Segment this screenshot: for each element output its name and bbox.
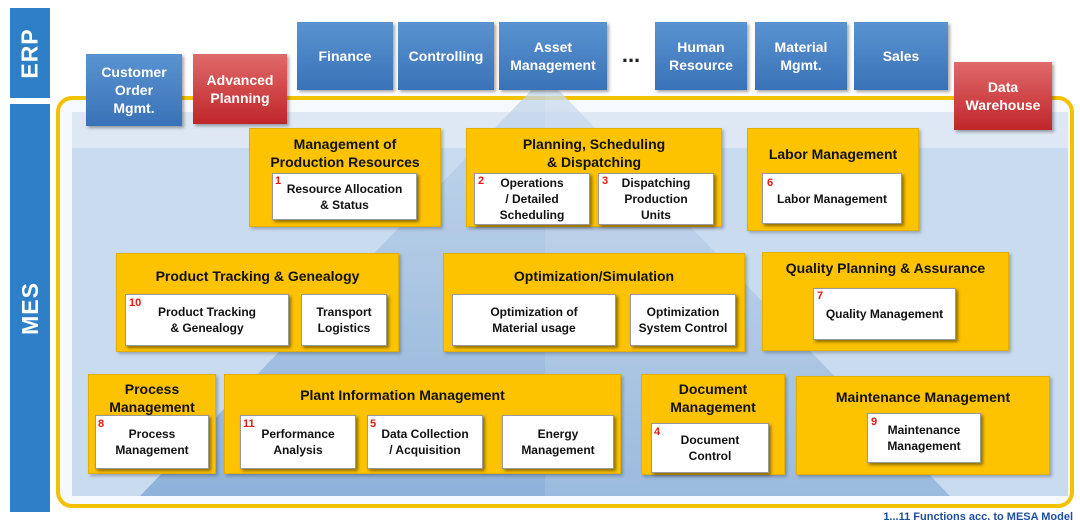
function-label: Document Control xyxy=(680,433,740,463)
function-number: 5 xyxy=(370,418,377,430)
finance-box: Finance xyxy=(297,22,393,90)
function-label: Transport Logistics xyxy=(316,305,372,335)
material-mgmt-box: Material Mgmt. xyxy=(755,22,847,90)
function-dispatching-units: 3 Dispatching Production Units xyxy=(598,173,714,225)
function-number: 8 xyxy=(98,418,105,430)
controlling-box: Controlling xyxy=(398,22,494,90)
category-process-management: Process Management 8 Process Management xyxy=(88,374,216,474)
asset-management-box: Asset Management xyxy=(499,22,607,90)
function-labor-management: 6 Labor Management xyxy=(762,173,902,224)
function-number: 2 xyxy=(478,175,485,187)
function-label: Operations / Detailed Scheduling xyxy=(499,176,565,222)
function-operations-scheduling: 2 Operations / Detailed Scheduling xyxy=(474,173,590,225)
function-number: 4 xyxy=(654,426,661,438)
function-number: 7 xyxy=(817,290,824,302)
category-product-tracking: Product Tracking & Genealogy 10 Product … xyxy=(116,253,399,352)
erp-side-label: ERP xyxy=(10,8,50,98)
function-label: Resource Allocation & Status xyxy=(286,181,403,212)
function-quality-management: 7 Quality Management xyxy=(813,288,956,340)
function-label: Optimization of Material usage xyxy=(490,305,578,335)
category-title: Optimization/Simulation xyxy=(513,268,675,284)
category-title: Maintenance Management xyxy=(835,389,1011,405)
category-title: Planning, Scheduling & Dispatching xyxy=(522,136,666,170)
function-label: Maintenance Management xyxy=(887,423,961,453)
function-performance-analysis: 11 Performance Analysis xyxy=(240,415,356,469)
function-label: Performance Analysis xyxy=(261,427,335,457)
function-material-usage: Optimization of Material usage xyxy=(452,294,616,346)
category-title: Labor Management xyxy=(768,146,898,162)
function-data-collection: 5 Data Collection / Acquisition xyxy=(367,415,483,469)
function-label: Dispatching Production Units xyxy=(621,176,691,222)
function-label: Quality Management xyxy=(825,307,944,321)
customer-order-mgmt-box: Customer Order Mgmt. xyxy=(86,54,182,126)
category-title: Process Management xyxy=(109,381,195,415)
category-title: Management of Production Resources xyxy=(270,136,420,170)
function-label: Energy Management xyxy=(521,427,595,457)
sales-box: Sales xyxy=(854,22,948,90)
category-maintenance-management: Maintenance Management 9 Maintenance Man… xyxy=(796,376,1050,475)
function-label: Data Collection / Acquisition xyxy=(381,427,469,457)
function-label: Labor Management xyxy=(776,191,887,206)
function-system-control: Optimization System Control xyxy=(630,294,736,346)
mes-side-label: MES xyxy=(10,104,50,512)
function-transport-logistics: Transport Logistics xyxy=(301,294,387,346)
category-title: Quality Planning & Assurance xyxy=(785,260,986,276)
function-label: Process Management xyxy=(115,427,189,457)
function-number: 10 xyxy=(129,297,142,309)
advanced-planning-box: Advanced Planning xyxy=(193,54,287,124)
category-production-resources: Management of Production Resources 1 Res… xyxy=(249,128,441,227)
function-maintenance-management: 9 Maintenance Management xyxy=(867,413,981,463)
function-label: Product Tracking & Genealogy xyxy=(157,305,257,335)
category-planning-scheduling: Planning, Scheduling & Dispatching 2 Ope… xyxy=(466,128,722,227)
function-process-management: 8 Process Management xyxy=(95,415,209,469)
erp-ellipsis: ... xyxy=(621,42,641,67)
function-label: Optimization System Control xyxy=(638,305,728,335)
function-resource-allocation: 1 Resource Allocation & Status xyxy=(272,173,417,220)
category-title: Product Tracking & Genealogy xyxy=(155,268,360,284)
function-document-control: 4 Document Control xyxy=(651,423,769,473)
function-number: 6 xyxy=(767,177,774,189)
data-warehouse-box: Data Warehouse xyxy=(954,62,1052,130)
category-quality-planning: Quality Planning & Assurance 7 Quality M… xyxy=(762,252,1009,351)
function-number: 9 xyxy=(871,416,878,428)
category-labor-management: Labor Management 6 Labor Management xyxy=(747,128,919,231)
mesa-footnote: 1...11 Functions acc. to MESA Model xyxy=(883,511,1073,523)
category-optimization-simulation: Optimization/Simulation Optimization of … xyxy=(443,253,745,352)
function-energy-management: Energy Management xyxy=(502,415,614,469)
function-number: 3 xyxy=(602,175,609,187)
function-product-tracking: 10 Product Tracking & Genealogy xyxy=(125,294,289,346)
function-number: 1 xyxy=(275,175,282,187)
category-plant-information: Plant Information Management 11 Performa… xyxy=(224,374,621,474)
function-number: 11 xyxy=(243,418,255,430)
category-document-management: Document Management 4 Document Control xyxy=(641,374,785,475)
human-resource-box: Human Resource xyxy=(655,22,747,90)
category-title: Plant Information Management xyxy=(300,387,505,403)
category-title: Document Management xyxy=(670,381,756,415)
